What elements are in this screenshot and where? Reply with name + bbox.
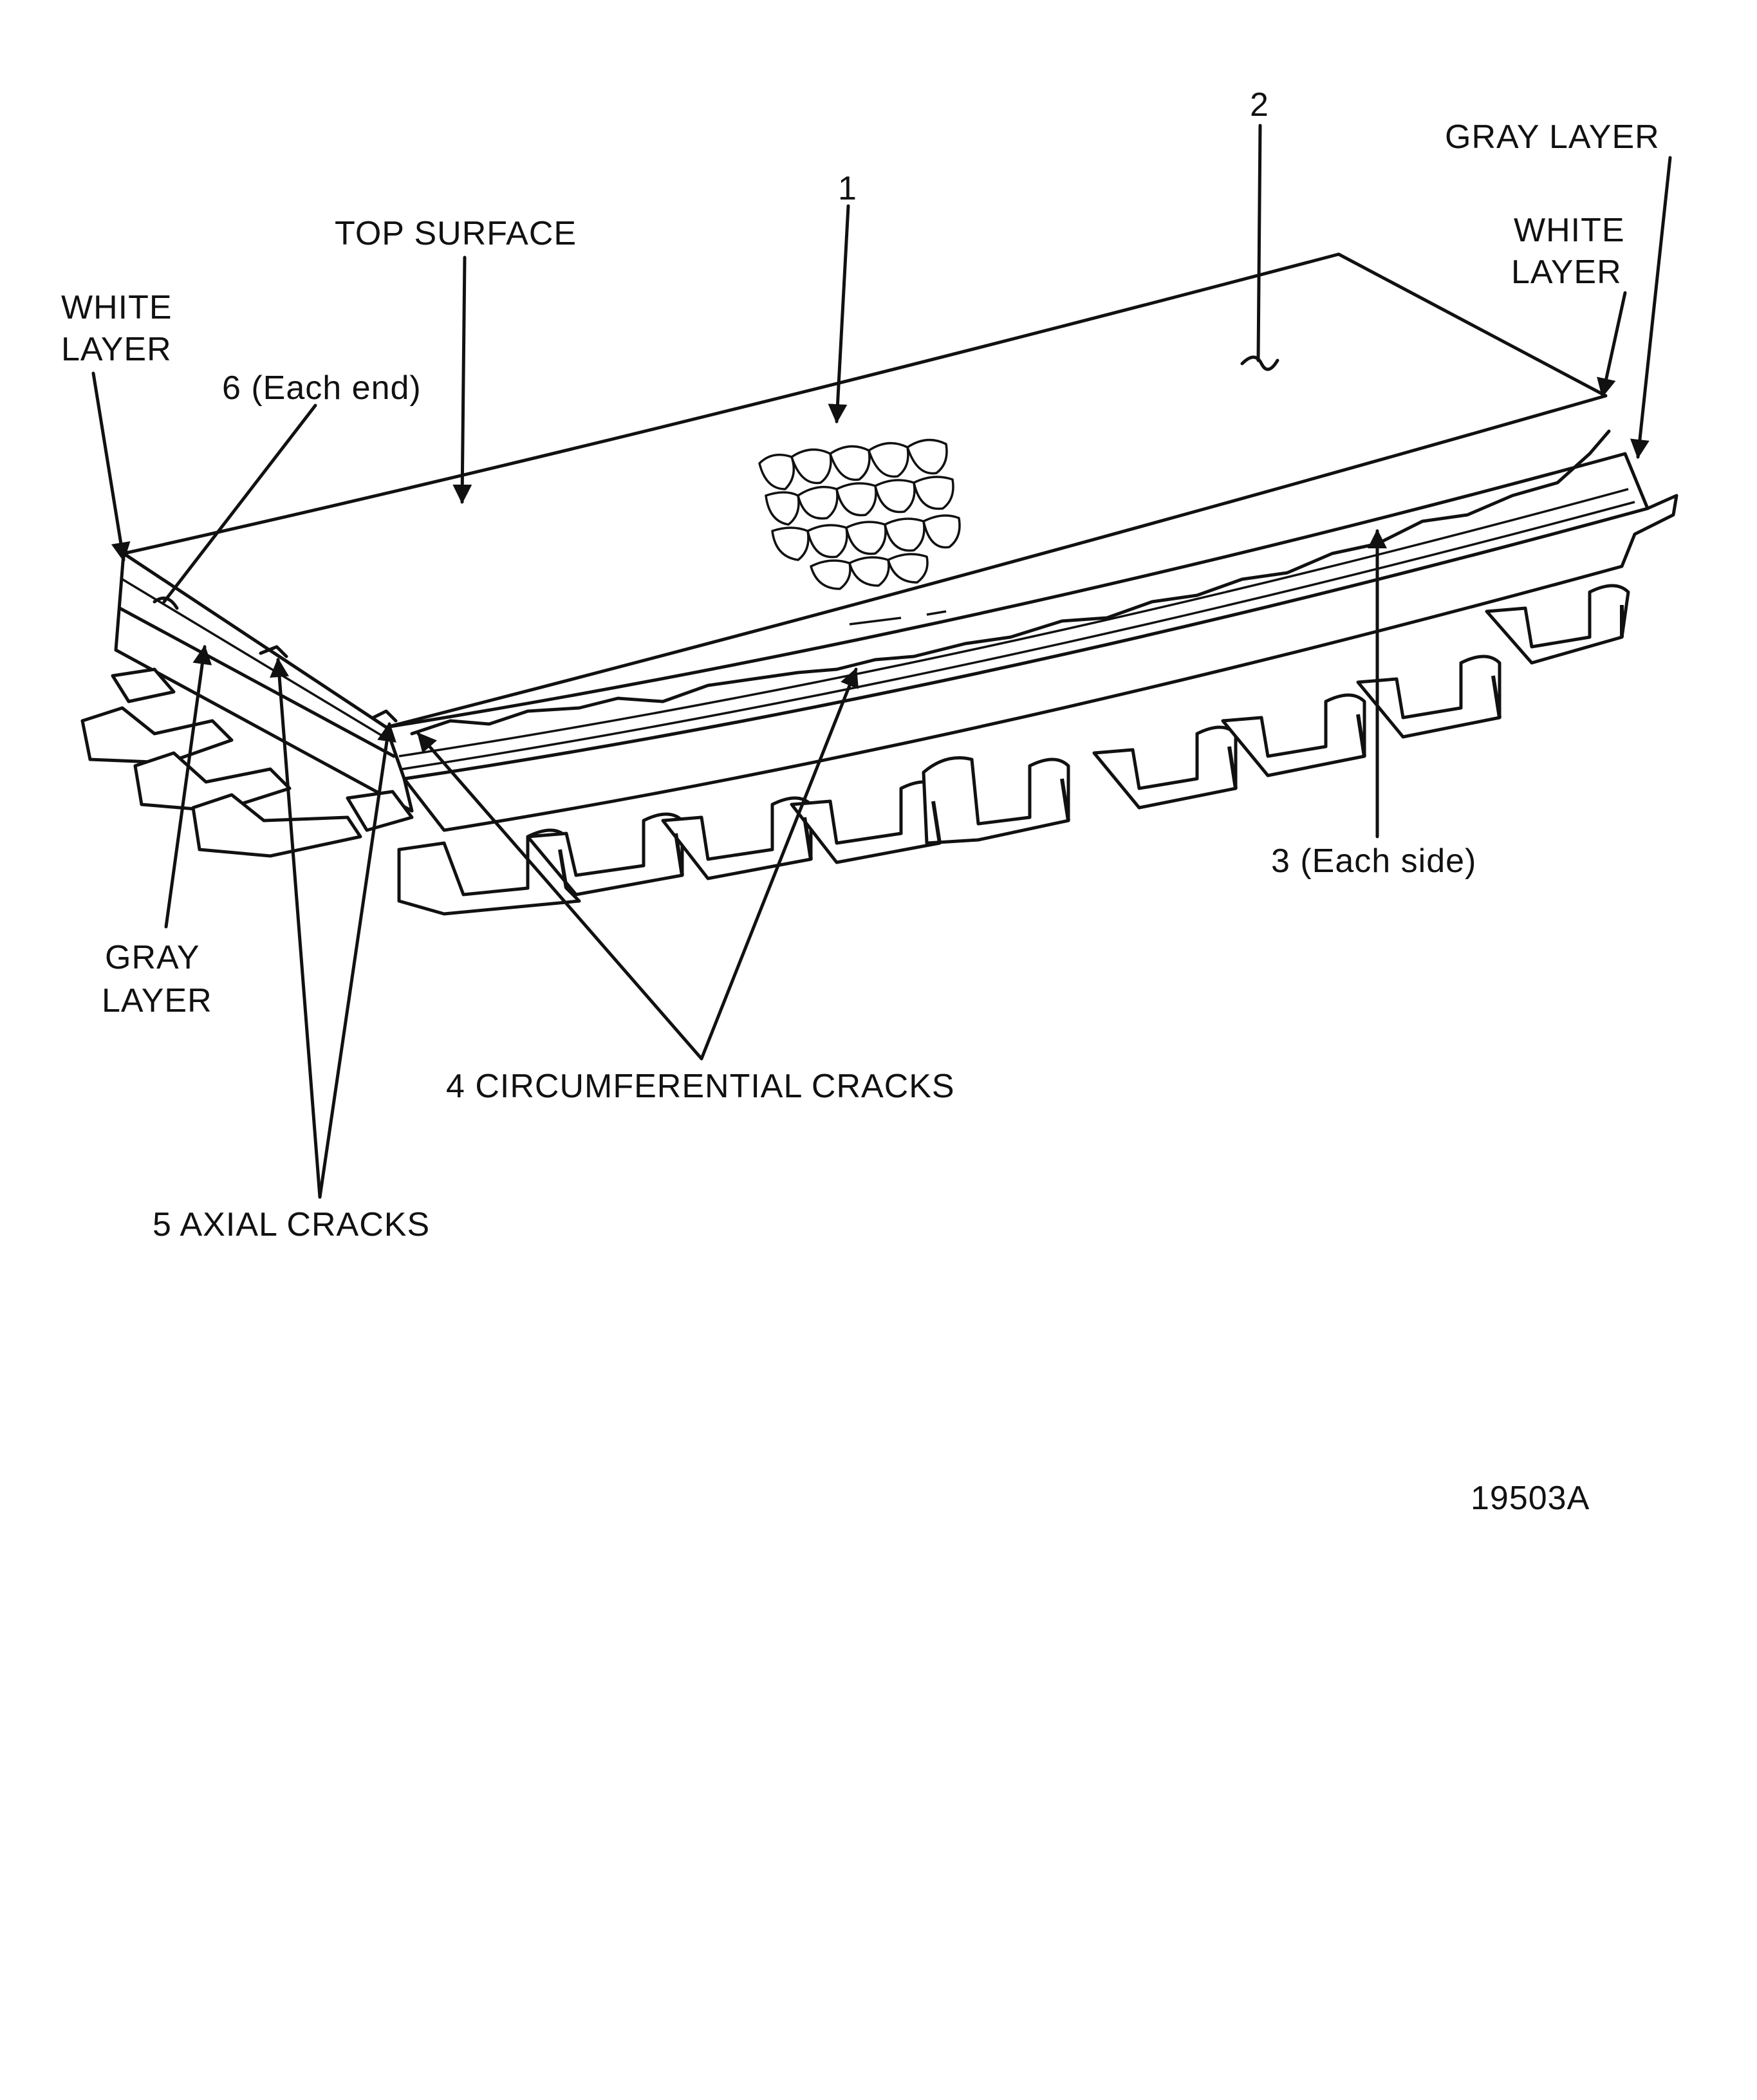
leader-gray-layer-right (1630, 156, 1672, 459)
leader-callout-2-mark (1240, 355, 1279, 371)
leader-circ-crack-2 (700, 667, 859, 1061)
segment-end-face (114, 552, 414, 813)
callout-6-label: 6 (Each end) (222, 369, 422, 407)
circumferential-cracks-label: 4 CIRCUMFERENTIAL CRACKS (446, 1068, 955, 1105)
leader-axial-crack-2 (318, 722, 396, 1199)
leader-top-surface (452, 256, 472, 504)
side-face-line-2 (402, 501, 1635, 770)
white-layer-left-label-1: WHITE (61, 289, 172, 326)
crazing-pattern (758, 438, 961, 590)
gray-layer-left-label-2: LAYER (102, 982, 212, 1019)
leader-callout-6-mark (153, 596, 179, 610)
figure-id-label: 19503A (1471, 1480, 1590, 1517)
leader-circ-crack-1 (416, 732, 703, 1061)
shroud-segment (114, 252, 1678, 832)
callout-2-label: 2 (1250, 86, 1269, 124)
end-face-layer-line-2 (122, 578, 390, 741)
top-surface-label: TOP SURFACE (335, 215, 577, 252)
leader-callout-6 (162, 404, 317, 604)
axial-crack-mark-2 (371, 709, 398, 723)
leader-gray-layer-left (164, 645, 212, 929)
white-layer-right-label-2: LAYER (1511, 254, 1622, 291)
top-edge-dash (849, 610, 947, 626)
white-layer-left-label-2: LAYER (61, 331, 172, 368)
leader-callout-1 (828, 204, 850, 423)
leader-white-layer-right (1597, 291, 1627, 398)
gray-layer-right-label: GRAY LAYER (1445, 118, 1660, 156)
labels: 1 2 GRAY LAYER WHITE LAYER TOP SURFACE W… (61, 86, 1660, 1517)
leader-white-layer-left (91, 371, 131, 562)
leader-lines (91, 124, 1672, 1199)
segment-side-face (384, 452, 1650, 781)
leader-axial-crack-1 (270, 658, 322, 1199)
leader-callout-2 (1256, 124, 1262, 362)
callout-1-label: 1 (838, 170, 857, 207)
axial-crack-mark-1 (259, 645, 288, 658)
segment-hooks (80, 584, 1630, 916)
callout-3-label: 3 (Each side) (1271, 842, 1476, 880)
side-face-line-1 (398, 488, 1629, 757)
white-layer-right-label-1: WHITE (1514, 212, 1625, 249)
circumferential-crack-line (410, 429, 1611, 736)
end-face-layer-line (118, 606, 396, 758)
axial-cracks-label: 5 AXIAL CRACKS (153, 1206, 430, 1243)
gray-layer-left-label-1: GRAY (105, 939, 200, 976)
